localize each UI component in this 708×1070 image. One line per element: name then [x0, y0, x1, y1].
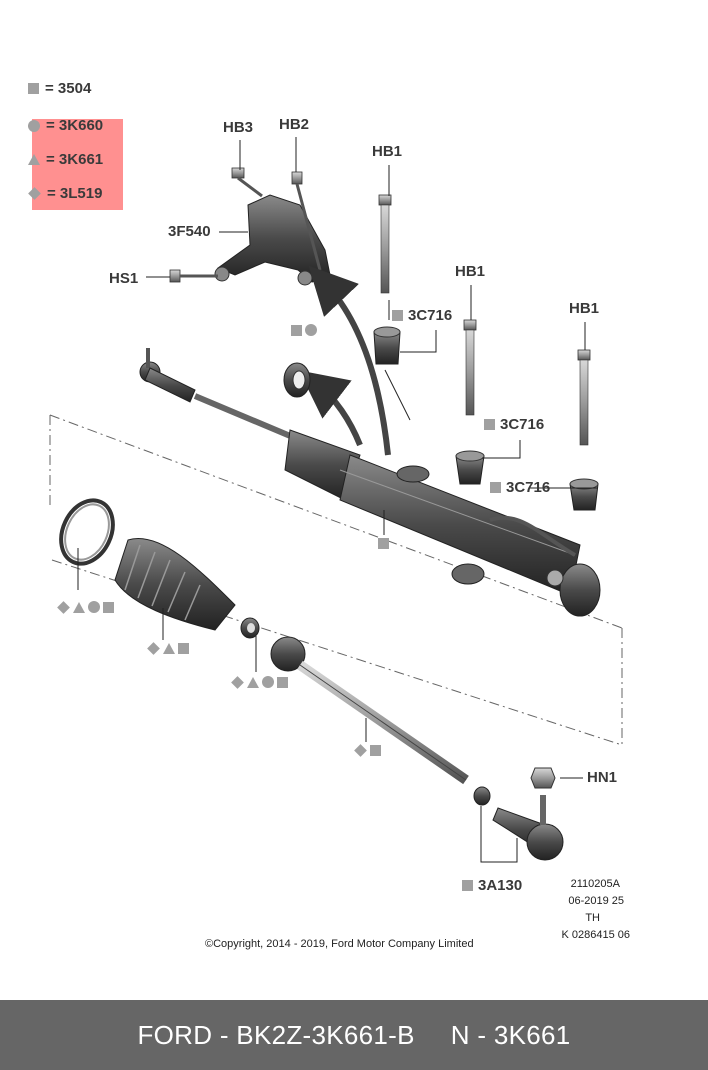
label-hs1: HS1 [109, 270, 139, 287]
square-icon [291, 324, 302, 336]
bracket-3f540 [214, 194, 331, 286]
square-icon [392, 310, 403, 321]
bolt-hb1-c [577, 349, 591, 446]
seal-ring [283, 362, 311, 398]
symbols-boot [147, 642, 189, 655]
triangle-icon [73, 601, 85, 613]
legend-row-3l519: = 3L519 [28, 185, 102, 202]
legend-row-3k660: = 3K660 [28, 117, 103, 134]
symbols-clamp [57, 600, 114, 614]
stamp-line: 06-2019 25 [568, 895, 624, 907]
legend-text: = 3K660 [46, 117, 104, 134]
leader-lines [77, 137, 598, 863]
footer-part-number: FORD - BK2Z-3K661-B [137, 1019, 415, 1050]
boot-clamp [59, 498, 115, 566]
label-3c716: 3C716 [490, 479, 550, 496]
square-icon [378, 538, 389, 549]
label-3a130: 3A130 [462, 877, 522, 894]
square-icon [103, 601, 114, 613]
legend-text: = 3L519 [47, 185, 103, 202]
label-text: 3C716 [500, 416, 545, 433]
circle-icon [28, 119, 40, 132]
label-text: 3C716 [408, 307, 453, 324]
assembly-arrow [308, 265, 391, 456]
legend-row-3k661: = 3K661 [28, 151, 103, 168]
label-hb2: HB2 [279, 116, 310, 133]
inner-tie-rod [270, 636, 469, 785]
bolt-hb2 [291, 171, 322, 271]
symbols-ring [231, 675, 288, 689]
square-icon [370, 745, 381, 756]
square-icon [484, 419, 495, 430]
tie-rod-upper [139, 348, 297, 441]
label-hn1: HN1 [587, 769, 618, 786]
triangle-icon [247, 676, 259, 688]
diamond-icon [354, 744, 367, 757]
assembly-outline [49, 414, 623, 746]
legend-highlight [32, 119, 123, 210]
stamp-line: K 0286415 06 [561, 929, 630, 941]
triangle-icon [28, 154, 40, 165]
stamp-line: 2110205A [570, 878, 620, 890]
jam-nut [473, 786, 491, 806]
label-hb3: HB3 [223, 119, 254, 136]
small-ring [240, 617, 260, 639]
symbols-inner-tie-rod [354, 744, 381, 757]
diamond-icon [231, 675, 244, 689]
label-text: 3A130 [478, 877, 523, 894]
part-number-footer: FORD - BK2Z-3K661-B N - 3K661 [0, 1000, 708, 1070]
bushing-3c716-a [373, 326, 401, 365]
bolt-hb1-b [463, 319, 477, 416]
circle-icon [88, 601, 100, 613]
square-icon [462, 880, 473, 891]
legend-row-3504: = 3504 [28, 80, 91, 97]
triangle-icon [163, 643, 175, 654]
legend-text: = 3K661 [46, 151, 104, 168]
square-icon [178, 643, 189, 654]
square-icon [277, 676, 288, 688]
label-3f540: 3F540 [168, 223, 211, 240]
symbols-rack [378, 538, 389, 549]
bushing-3c716-b [455, 450, 485, 485]
label-3c716: 3C716 [392, 307, 452, 324]
label-3c716: 3C716 [484, 416, 544, 433]
steering-boot [114, 538, 236, 631]
stamp-line: TH [585, 912, 600, 924]
label-hb1: HB1 [569, 300, 600, 317]
diamond-icon [147, 642, 160, 655]
assembly-arrow [298, 370, 363, 447]
square-icon [28, 83, 39, 94]
steering-rack-exploded-diagram [49, 137, 623, 863]
steering-rack-housing [284, 429, 601, 617]
bolt-hb3 [231, 167, 263, 198]
bolt-hb1-a [378, 194, 392, 294]
circle-icon [262, 676, 274, 688]
tie-rod-end-3a130 [492, 767, 564, 861]
label-hb1: HB1 [455, 263, 486, 280]
footer-n-number: N - 3K661 [450, 1019, 571, 1050]
copyright-text: ©Copyright, 2014 - 2019, Ford Motor Comp… [205, 938, 474, 950]
legend-text: = 3504 [45, 80, 92, 97]
square-icon [490, 482, 501, 493]
diamond-icon [57, 600, 70, 614]
bushing-3c716-c [569, 478, 599, 511]
label-text: 3C716 [506, 479, 551, 496]
symbols-seal [291, 324, 317, 336]
screw-hs1 [169, 269, 218, 283]
circle-icon [305, 324, 317, 336]
label-hb1: HB1 [372, 143, 403, 160]
diamond-icon [28, 187, 41, 200]
